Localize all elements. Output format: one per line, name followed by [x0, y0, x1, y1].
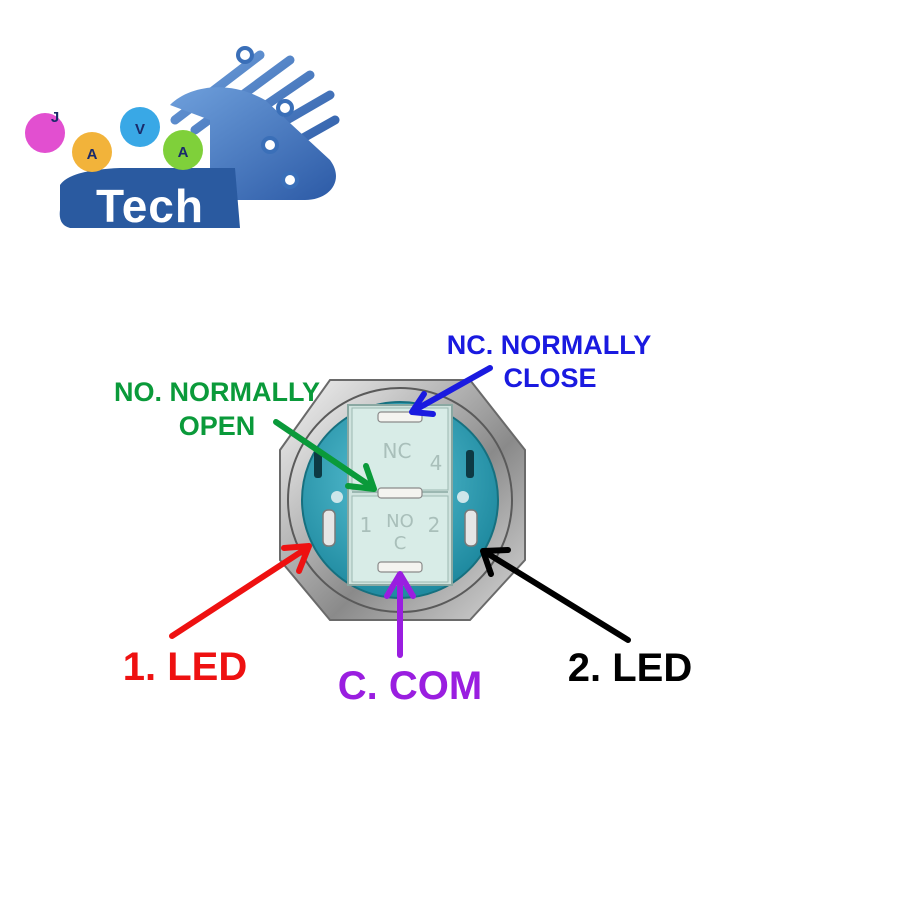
- mark-nc: NC: [383, 439, 412, 463]
- java4tech-logo: J A V A Tech: [25, 48, 336, 232]
- mark-2: 2: [428, 513, 441, 537]
- mark-4: 4: [430, 451, 443, 475]
- label-led2: 2. LED: [568, 646, 692, 690]
- label-no-line1: NO. NORMALLY: [114, 377, 320, 407]
- logo-word: Tech: [96, 180, 204, 232]
- label-com: C. COM: [338, 664, 482, 708]
- com-contact-tab: [378, 562, 422, 572]
- led-terminal-2: [465, 510, 477, 546]
- no-contact-tab: [378, 488, 422, 498]
- led-terminal-1: [323, 510, 335, 546]
- led1-arrow: [172, 546, 309, 636]
- mark-1: 1: [360, 513, 373, 537]
- mark-c: C: [394, 533, 407, 554]
- logo-letter-2: A: [87, 146, 98, 163]
- led2-arrow: [483, 550, 628, 640]
- logo-letter-3: V: [135, 121, 145, 138]
- label-no-line2: OPEN: [179, 411, 256, 441]
- label-led1: 1. LED: [123, 645, 247, 689]
- logo-letter-4: A: [178, 144, 189, 161]
- label-nc-line1: NC. NORMALLY: [447, 330, 652, 360]
- logo-letter-1: J: [51, 109, 59, 126]
- label-nc-line2: CLOSE: [503, 363, 596, 393]
- mark-no: NO: [386, 511, 414, 532]
